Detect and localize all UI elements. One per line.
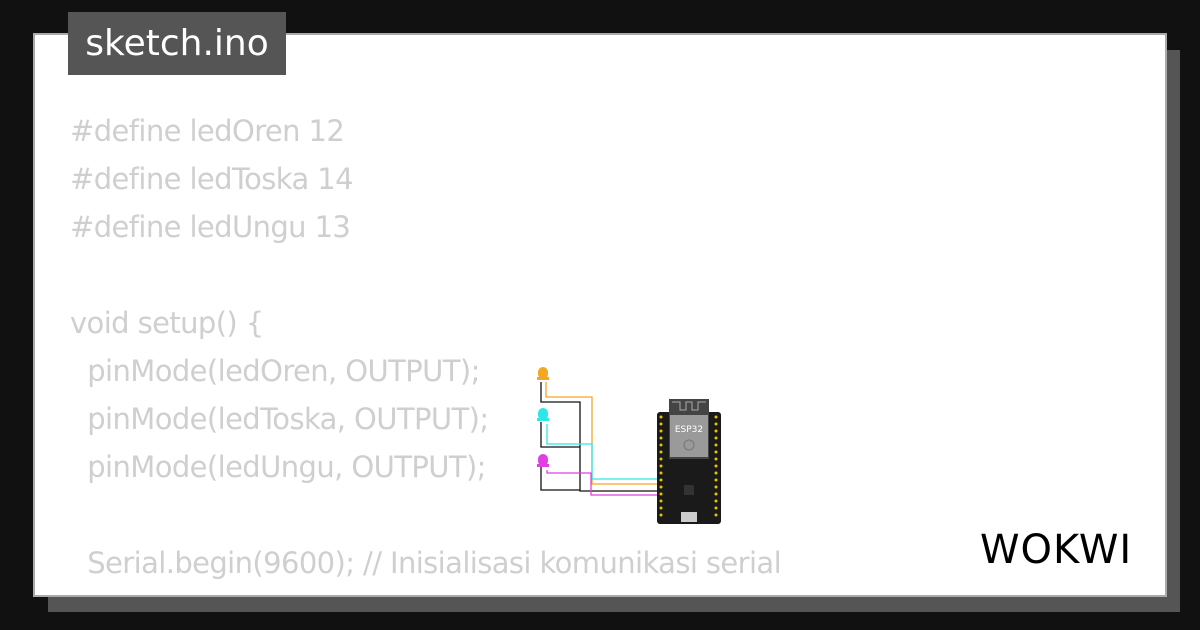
board-pin	[714, 478, 718, 482]
led-toska	[537, 408, 549, 421]
board-pin	[659, 499, 663, 503]
board-pin	[659, 492, 663, 496]
led-oren	[537, 367, 549, 380]
board-pin	[714, 429, 718, 433]
board-pin	[659, 478, 663, 482]
board-pin	[714, 513, 718, 517]
board-pin	[714, 485, 718, 489]
board-pin	[659, 485, 663, 489]
code-line: pinMode(ledUngu, OUTPUT);	[70, 450, 486, 484]
code-line: }	[70, 587, 781, 595]
board-pin	[659, 415, 663, 419]
board-pin	[714, 499, 718, 503]
code-card: #define ledOren 12 #define ledToska 14 #de…	[33, 33, 1167, 597]
board-pin	[714, 422, 718, 426]
code-line: #define ledOren 12	[70, 114, 345, 148]
board-pin	[714, 450, 718, 454]
board-pin	[659, 429, 663, 433]
circuit-diagram: ESP32	[537, 367, 721, 524]
code-line: #define ledToska 14	[70, 162, 354, 196]
code-block: #define ledOren 12 #define ledToska 14 #de…	[70, 107, 782, 595]
code-line: ​	[70, 251, 781, 299]
code-line: pinMode(ledOren, OUTPUT);	[70, 354, 480, 388]
board-pin	[714, 436, 718, 440]
svg-text:WOKWI: WOKWI	[980, 527, 1132, 572]
esp32-board: ESP32	[657, 399, 721, 524]
board-pin	[659, 506, 663, 510]
board-pin	[714, 492, 718, 496]
board-pin	[659, 513, 663, 517]
svg-text:ESP32: ESP32	[675, 425, 703, 435]
led-ungu	[537, 454, 549, 467]
wire-ungu	[546, 470, 659, 496]
board-pin	[659, 471, 663, 475]
board-pin	[659, 443, 663, 447]
wire-toska	[546, 424, 659, 480]
wokwi-logo: WOKWI	[980, 527, 1132, 572]
board-pin	[659, 457, 663, 461]
code-line: ​	[70, 491, 781, 539]
board-pin	[659, 436, 663, 440]
code-line: Serial.begin(9600); // Inisialisasi komu…	[70, 546, 782, 580]
board-pin	[714, 415, 718, 419]
board-pin	[659, 464, 663, 468]
board-pin	[714, 471, 718, 475]
board-pin	[659, 422, 663, 426]
board-pin	[714, 457, 718, 461]
wire-oren	[545, 382, 659, 485]
file-tab: sketch.ino	[68, 12, 286, 75]
code-line: #define ledUngu 13	[70, 210, 351, 244]
board-pin	[714, 464, 718, 468]
code-line: void setup() {	[70, 306, 264, 340]
code-line: pinMode(ledToska, OUTPUT);	[70, 402, 489, 436]
board-pin	[659, 450, 663, 454]
board-pin	[714, 443, 718, 447]
board-pin	[714, 506, 718, 510]
